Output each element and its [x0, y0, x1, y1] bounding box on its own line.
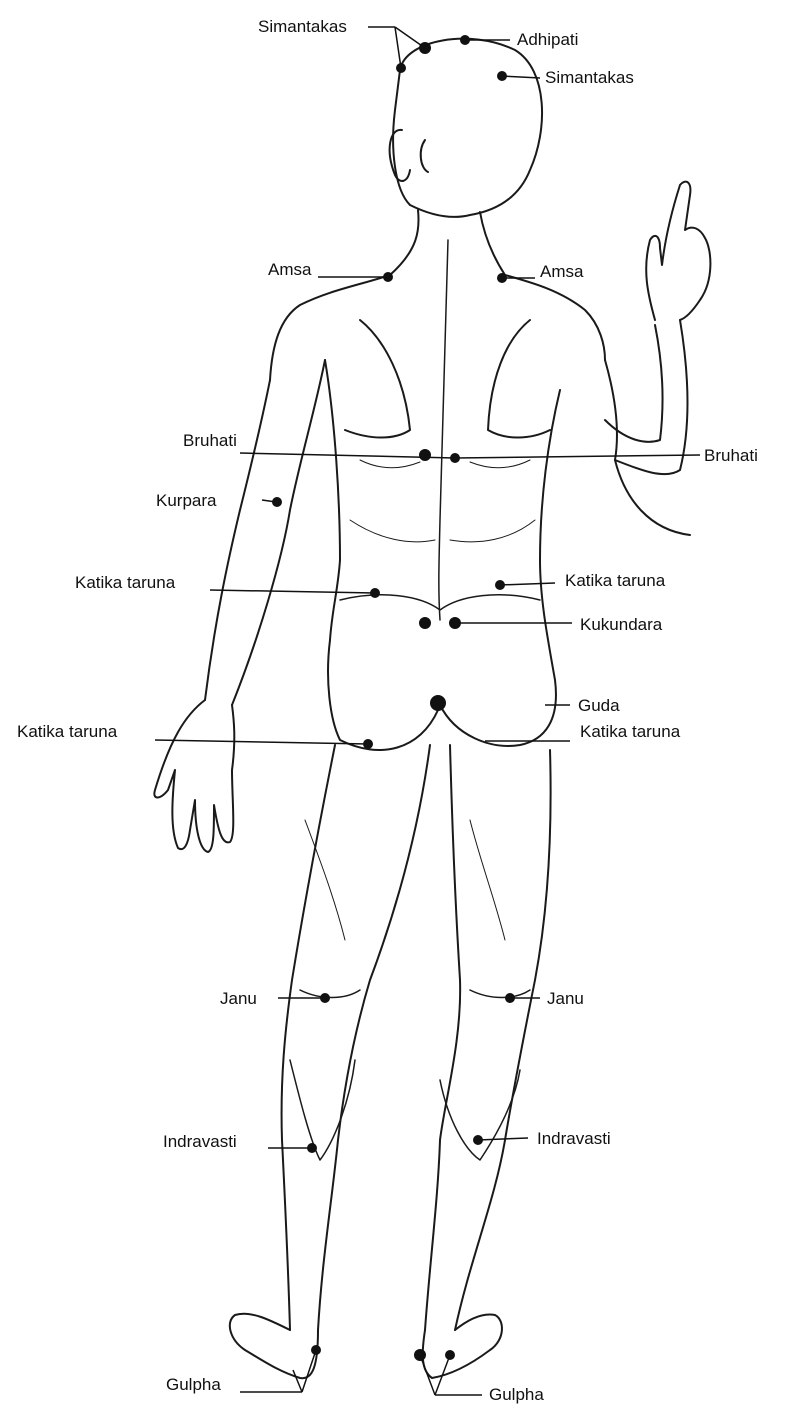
dot-kukundara-left — [419, 617, 431, 629]
label-amsa-left: Amsa — [268, 261, 311, 278]
dot-bruhati-right — [450, 453, 460, 463]
label-simantakas-left: Simantakas — [258, 18, 347, 35]
dot-simantakas-right — [497, 71, 507, 81]
dot-kurpara — [272, 497, 282, 507]
label-katika-taruna-lower-right: Katika taruna — [580, 723, 680, 740]
dot-amsa-left — [383, 272, 393, 282]
dot-gulpha-right-1 — [414, 1349, 426, 1361]
dot-indravasti-right — [473, 1135, 483, 1145]
dot-janu-left — [320, 993, 330, 1003]
leader-katika-taruna-lower-left — [155, 740, 368, 744]
label-katika-taruna-upper-right: Katika taruna — [565, 572, 665, 589]
leader-gulpha-right-b — [420, 1355, 435, 1395]
label-gulpha-left: Gulpha — [166, 1376, 221, 1393]
dot-katika-taruna-upper-right — [495, 580, 505, 590]
leader-simantakas-right — [502, 76, 540, 78]
dot-bruhati-left — [419, 449, 431, 461]
label-bruhati-right: Bruhati — [704, 447, 758, 464]
dot-gulpha-left — [311, 1345, 321, 1355]
label-simantakas-right: Simantakas — [545, 69, 634, 86]
dot-katika-taruna-upper-left — [370, 588, 380, 598]
label-guda: Guda — [578, 697, 620, 714]
leader-gulpha-left-b — [293, 1370, 302, 1392]
leader-gulpha-left-c — [302, 1350, 316, 1392]
dot-guda — [430, 695, 446, 711]
dot-simantakas-left-2 — [396, 63, 406, 73]
dot-gulpha-right-2 — [445, 1350, 455, 1360]
leader-simantakas-left-b — [395, 27, 401, 68]
leader-katika-taruna-upper-left — [210, 590, 375, 593]
label-kurpara: Kurpara — [156, 492, 216, 509]
label-katika-taruna-upper-left: Katika taruna — [75, 574, 175, 591]
dot-kukundara-right — [449, 617, 461, 629]
leader-gulpha-right-c — [435, 1355, 450, 1395]
label-adhipati: Adhipati — [517, 31, 578, 48]
label-janu-right: Janu — [547, 990, 584, 1007]
leader-katika-taruna-upper-right — [500, 583, 555, 585]
label-katika-taruna-lower-left: Katika taruna — [17, 723, 117, 740]
dot-simantakas-left-1 — [419, 42, 431, 54]
leader-bruhati-right — [455, 455, 700, 458]
label-janu-left: Janu — [220, 990, 257, 1007]
label-bruhati-left: Bruhati — [183, 432, 237, 449]
dot-janu-right — [505, 993, 515, 1003]
dot-adhipati — [460, 35, 470, 45]
label-indravasti-right: Indravasti — [537, 1130, 611, 1147]
dot-indravasti-left — [307, 1143, 317, 1153]
dot-amsa-right — [497, 273, 507, 283]
leader-indravasti-right — [478, 1138, 528, 1140]
dot-katika-taruna-lower-left — [363, 739, 373, 749]
label-indravasti-left: Indravasti — [163, 1133, 237, 1150]
label-gulpha-right: Gulpha — [489, 1386, 544, 1403]
label-amsa-right: Amsa — [540, 263, 583, 280]
label-kukundara: Kukundara — [580, 616, 662, 633]
